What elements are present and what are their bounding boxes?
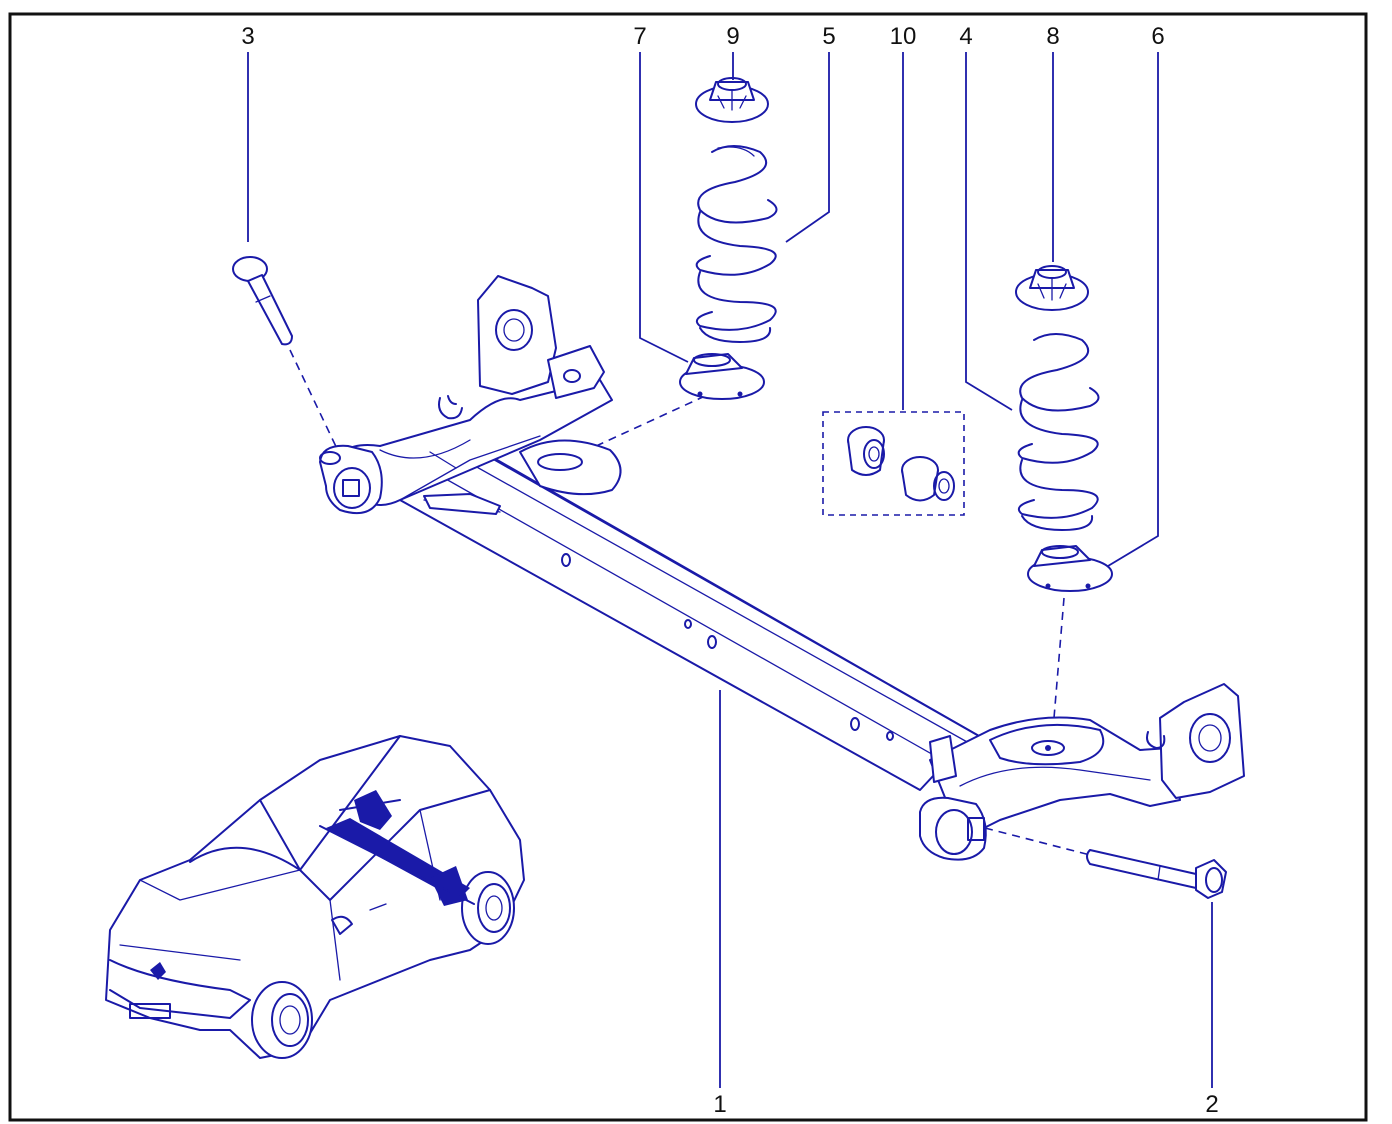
callout-4: 4: [959, 23, 972, 50]
bushing-right: [901, 456, 955, 502]
callout-7: 7: [633, 23, 646, 50]
vehicle-location-inset: [105, 735, 525, 1059]
leader-7: [639, 52, 689, 363]
leader-lines: [247, 52, 1213, 1088]
callout-6: 6: [1151, 23, 1164, 50]
axle-bushings: [822, 411, 965, 516]
leader-6: [1107, 52, 1159, 567]
right-upper-spring-seat: [1015, 265, 1089, 311]
bushing-left: [847, 426, 885, 476]
rear-axle-beam: [319, 275, 1245, 861]
leader-4: [965, 52, 1013, 411]
callout-2: 2: [1205, 1091, 1218, 1118]
diagram-frame: [8, 12, 1368, 1122]
right-lower-spring-seat: [1027, 545, 1113, 592]
right-coil-spring: [1017, 333, 1100, 531]
callout-1: 1: [713, 1091, 726, 1118]
callout-labels: 3 7 9 5 10 4 8 6 1 2: [241, 23, 1218, 1118]
right-pivot-bolt: [1086, 849, 1227, 899]
left-coil-spring: [695, 145, 778, 343]
callout-5: 5: [822, 23, 835, 50]
left-upper-spring-seat: [695, 77, 769, 123]
left-pivot-bolt: [232, 256, 293, 346]
leader-5: [785, 52, 830, 243]
callout-3: 3: [241, 23, 254, 50]
callout-9: 9: [726, 23, 739, 50]
left-lower-spring-seat: [679, 353, 765, 400]
assembly-lines: [289, 349, 1091, 856]
callout-10: 10: [890, 23, 917, 50]
callout-8: 8: [1046, 23, 1059, 50]
